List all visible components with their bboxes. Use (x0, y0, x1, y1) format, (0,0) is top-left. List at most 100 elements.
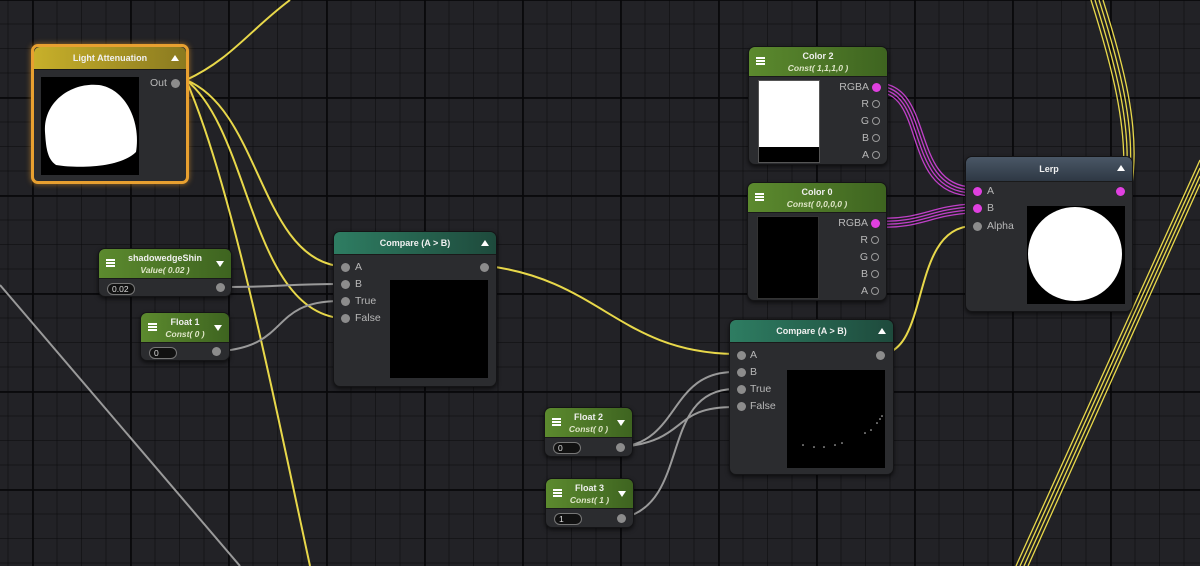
menu-icon[interactable] (756, 57, 765, 65)
node-subtitle: Const( 0 ) (165, 329, 205, 339)
value-input[interactable]: 0.02 (107, 283, 135, 295)
light-attenuation-node[interactable]: Light Attenuation Out (31, 44, 189, 184)
menu-icon[interactable] (148, 323, 157, 331)
float-3-node[interactable]: Float 3 Const( 1 ) 1 (545, 478, 634, 528)
output-port-rgba[interactable] (871, 219, 880, 228)
node-header[interactable]: Color 2 Const( 1,1,1,0 ) (749, 47, 887, 77)
node-header[interactable]: Float 3 Const( 1 ) (546, 479, 633, 509)
output-port-r[interactable] (872, 100, 880, 108)
node-header[interactable]: Float 1 Const( 0 ) (141, 313, 229, 343)
output-port-b[interactable] (872, 134, 880, 142)
output-port[interactable] (480, 263, 489, 272)
value-input[interactable]: 0 (149, 347, 177, 359)
output-port-g[interactable] (871, 253, 879, 261)
dropdown-icon[interactable] (617, 420, 625, 426)
wire-compare2-to-lerp-alpha (881, 225, 973, 355)
node-preview (1027, 206, 1125, 304)
node-header[interactable]: Compare (A > B) (730, 320, 893, 343)
input-port-false[interactable] (737, 402, 746, 411)
node-header[interactable]: Lerp (966, 157, 1132, 182)
port-label: True (750, 383, 772, 395)
menu-icon[interactable] (552, 418, 561, 426)
shadowedgeshin-value-node[interactable]: shadowedgeShin Value( 0.02 ) 0.02 (98, 248, 232, 297)
wire-light-to-compare1-a (185, 79, 339, 267)
output-port-out[interactable] (171, 79, 180, 88)
output-port[interactable] (216, 283, 225, 292)
output-port-a[interactable] (872, 151, 880, 159)
output-port-b[interactable] (871, 270, 879, 278)
input-port-alpha[interactable] (973, 222, 982, 231)
node-header[interactable]: Float 2 Const( 0 ) (545, 408, 632, 438)
preview-image (44, 84, 137, 167)
port-label: R (861, 98, 869, 110)
color-2-node[interactable]: Color 2 Const( 1,1,1,0 ) RGBA R G B A (748, 46, 888, 165)
port-label: B (860, 268, 868, 280)
preview-image (1028, 207, 1122, 301)
menu-icon[interactable] (755, 193, 764, 201)
port-label: Out (150, 77, 167, 89)
output-port[interactable] (1116, 187, 1125, 196)
value-input[interactable]: 0 (553, 442, 581, 454)
input-port-false[interactable] (341, 314, 350, 323)
node-subtitle: Value( 0.02 ) (140, 265, 190, 275)
output-port-a[interactable] (871, 287, 879, 295)
dropdown-icon[interactable] (618, 491, 626, 497)
float-1-node[interactable]: Float 1 Const( 0 ) 0 (140, 312, 230, 361)
wire-float2-to-compare2-false (621, 406, 735, 448)
menu-icon[interactable] (553, 489, 562, 497)
color-0-node[interactable]: Color 0 Const( 0,0,0,0 ) RGBA R G B A (747, 182, 887, 301)
node-title: Compare (A > B) (776, 326, 847, 336)
port-label: RGBA (838, 217, 868, 229)
collapse-icon[interactable] (171, 55, 179, 61)
node-title: Float 3 (574, 483, 604, 493)
compare-node-1[interactable]: Compare (A > B) A B True False (333, 231, 497, 387)
input-port-a[interactable] (973, 187, 982, 196)
lerp-node[interactable]: Lerp A B Alpha (965, 156, 1133, 312)
input-port-b[interactable] (737, 368, 746, 377)
collapse-icon[interactable] (878, 328, 886, 334)
output-port-rgba[interactable] (872, 83, 881, 92)
port-label: B (750, 366, 758, 378)
wire-float3-to-compare2-true (625, 388, 735, 518)
dropdown-icon[interactable] (214, 325, 222, 331)
input-port-b[interactable] (341, 280, 350, 289)
input-port-a[interactable] (737, 351, 746, 360)
node-title: Float 2 (573, 412, 603, 422)
wire-shadow-to-compare1-b (225, 283, 339, 288)
dropdown-icon[interactable] (216, 261, 224, 267)
node-title: Compare (A > B) (379, 238, 451, 248)
port-label: G (860, 115, 869, 127)
output-port-r[interactable] (871, 236, 879, 244)
compare-node-2[interactable]: Compare (A > B) A B True False (729, 319, 894, 475)
node-subtitle: Const( 1,1,1,0 ) (787, 63, 849, 73)
node-title: shadowedgeShin (127, 253, 202, 263)
port-label: False (355, 312, 381, 324)
node-header[interactable]: shadowedgeShin Value( 0.02 ) (99, 249, 231, 279)
menu-icon[interactable] (106, 259, 115, 267)
output-port-g[interactable] (872, 117, 880, 125)
output-port[interactable] (617, 514, 626, 523)
input-port-true[interactable] (737, 385, 746, 394)
node-header[interactable]: Compare (A > B) (334, 232, 496, 255)
output-port[interactable] (876, 351, 885, 360)
port-label: A (860, 285, 868, 297)
output-port[interactable] (616, 443, 625, 452)
float-2-node[interactable]: Float 2 Const( 0 ) 0 (544, 407, 633, 457)
collapse-icon[interactable] (1117, 165, 1125, 171)
value-input[interactable]: 1 (554, 513, 582, 525)
color-swatch-preview (758, 80, 820, 163)
node-header[interactable]: Color 0 Const( 0,0,0,0 ) (748, 183, 886, 213)
input-port-true[interactable] (341, 297, 350, 306)
port-label: B (987, 202, 995, 214)
node-header[interactable]: Light Attenuation (34, 47, 186, 70)
port-label: RGBA (839, 81, 869, 93)
node-title: Light Attenuation (72, 53, 148, 63)
collapse-icon[interactable] (481, 240, 489, 246)
input-port-b[interactable] (973, 204, 982, 213)
node-title: Lerp (1039, 164, 1059, 174)
node-preview (787, 370, 885, 468)
output-port[interactable] (212, 347, 221, 356)
input-port-a[interactable] (341, 263, 350, 272)
port-label: A (750, 349, 758, 361)
